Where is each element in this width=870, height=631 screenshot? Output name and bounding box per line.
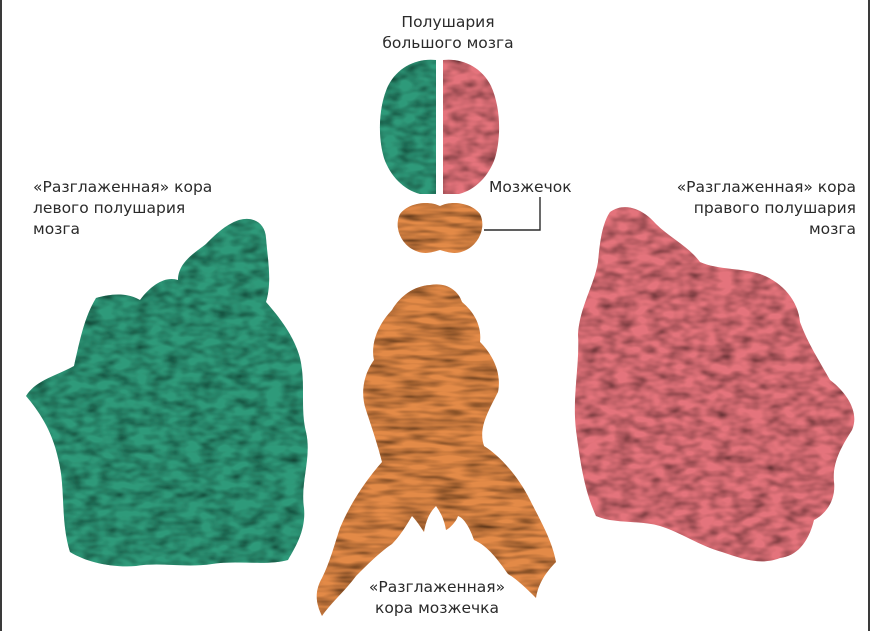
hemispheres-label: Полушария большого мозга (380, 12, 516, 54)
right-cortex-label-line: «Разглаженная» кора (677, 177, 856, 198)
hemispheres-label-line: большого мозга (380, 33, 516, 54)
flattened-cerebellum-cortex (317, 284, 556, 616)
left-cortex-label: «Разглаженная» кора левого полушария моз… (33, 177, 212, 240)
right-cortex-label-line: правого полушария (677, 198, 856, 219)
right-hemisphere (443, 60, 499, 194)
left-cortex-label-line: левого полушария (33, 198, 212, 219)
left-cortex-label-line: мозга (33, 219, 212, 240)
cerebellum-cortex-label-line: «Разглаженная» (351, 577, 523, 598)
cerebellum-cortex-label-line: кора мозжечка (351, 598, 523, 619)
cerebellum-label-text: Мозжечок (489, 177, 572, 198)
cerebellum-label: Мозжечок (489, 177, 572, 198)
left-hemisphere (380, 60, 436, 194)
flattened-right-cortex (575, 207, 854, 561)
brain-hemispheres-illustration (380, 60, 499, 194)
right-cortex-label-line: мозга (677, 219, 856, 240)
hemispheres-label-line: Полушария (380, 12, 516, 33)
cerebellum-cortex-label: «Разглаженная» кора мозжечка (351, 577, 523, 619)
flattened-left-cortex (26, 219, 308, 567)
right-cortex-label: «Разглаженная» кора правого полушария мо… (677, 177, 856, 240)
left-cortex-label-line: «Разглаженная» кора (33, 177, 212, 198)
cerebellum-leader-line (484, 197, 540, 230)
cerebellum-illustration (398, 203, 483, 253)
